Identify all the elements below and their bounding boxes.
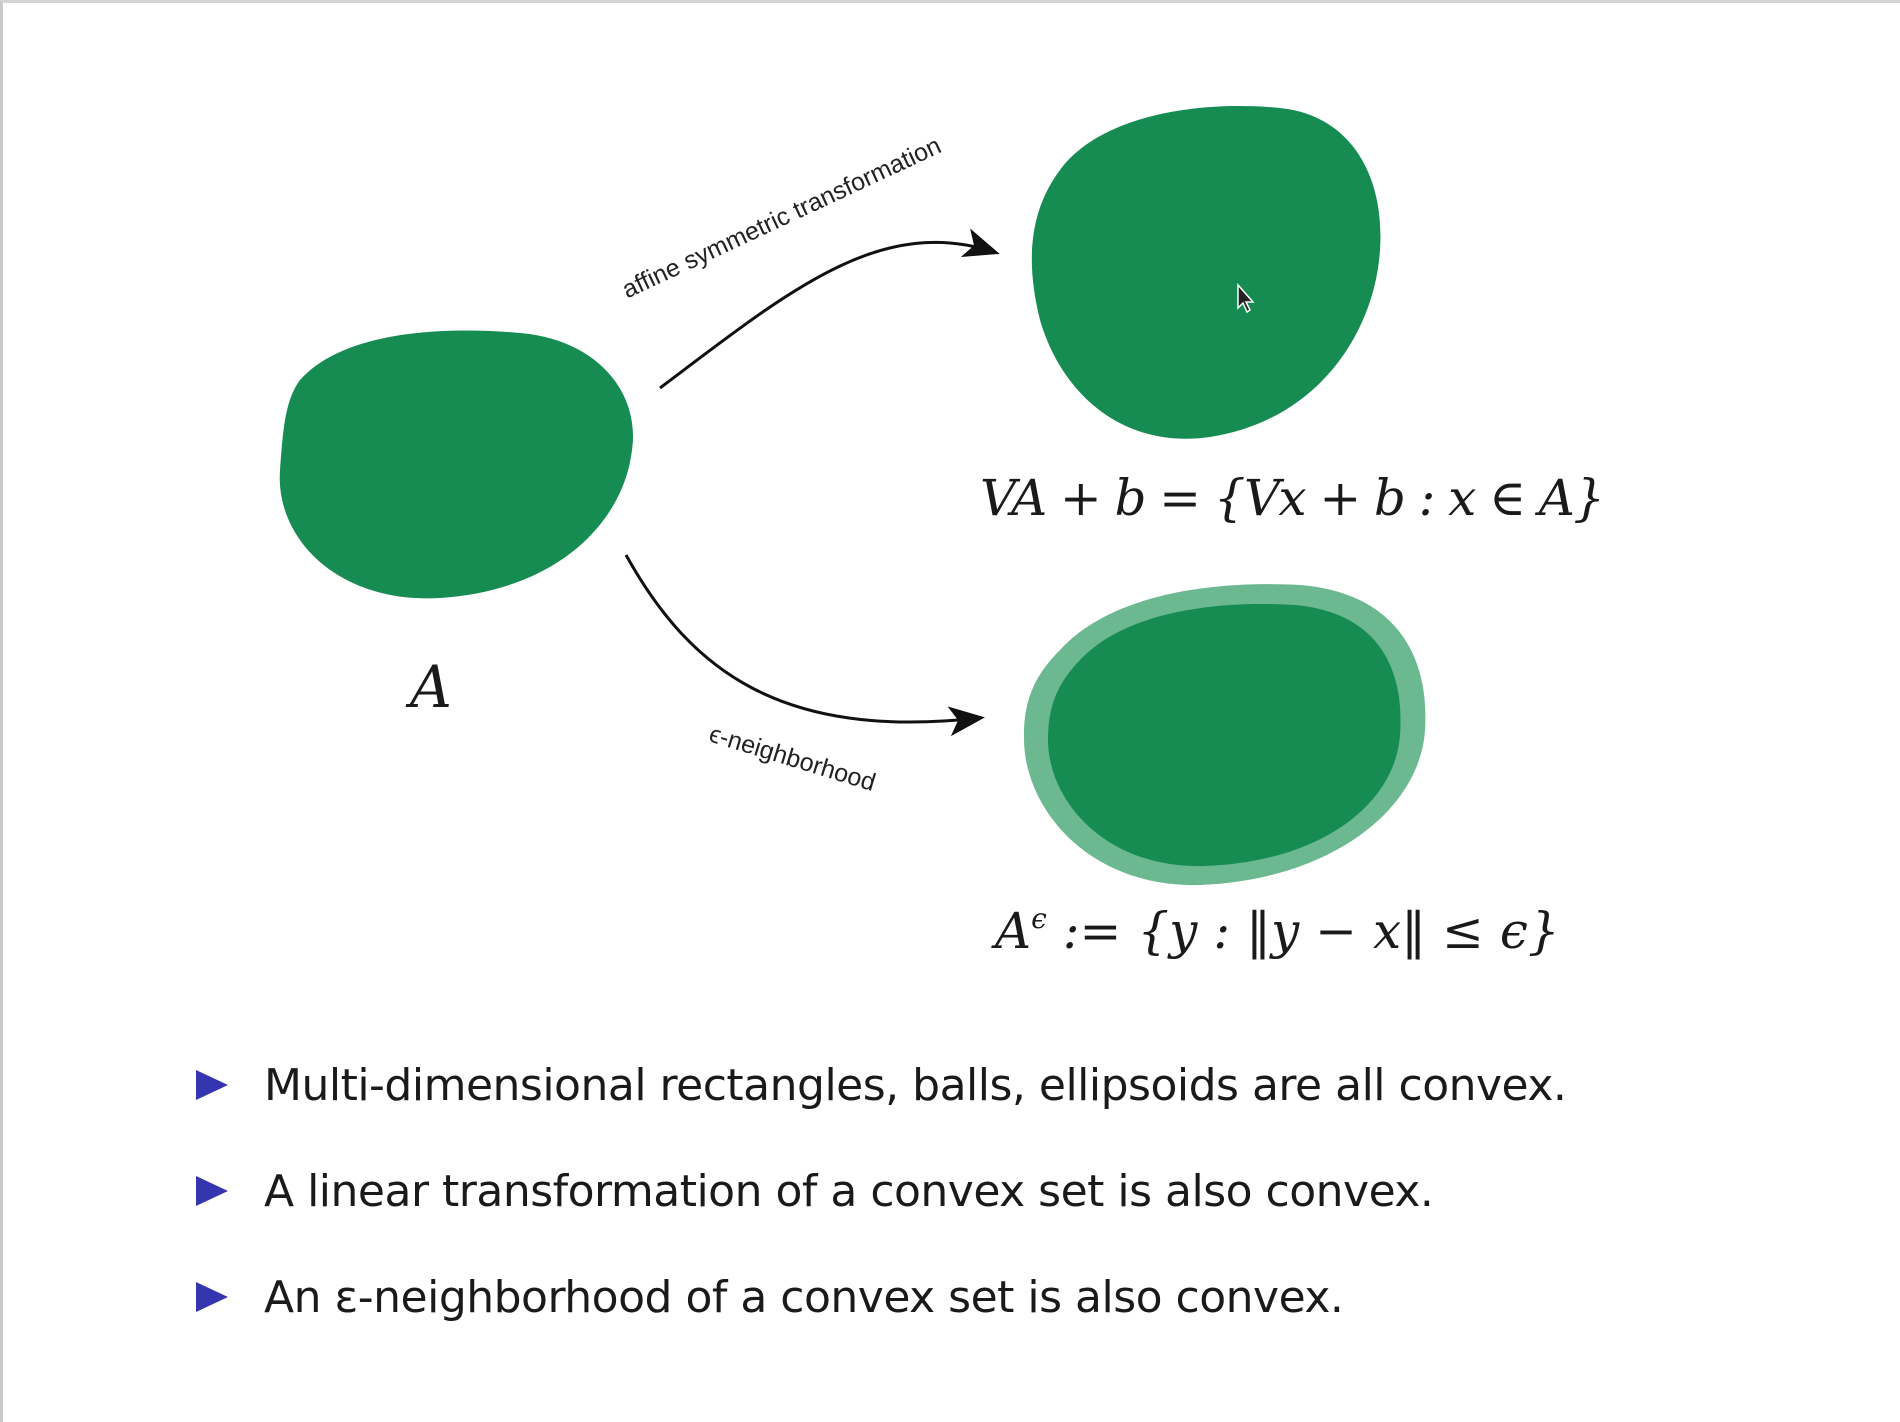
bullet-triangle-icon: [196, 1282, 228, 1312]
neighborhood-arrow: [624, 554, 985, 737]
formula-rest: := {y : ‖y − x‖ ≤ ϵ}: [1047, 902, 1560, 960]
formula-base: A: [991, 902, 1031, 960]
bullet-list: Multi-dimensional rectangles, balls, ell…: [196, 1032, 1567, 1350]
bullet-text: An ε-neighborhood of a convex set is als…: [264, 1271, 1344, 1323]
affine-arrow: [659, 228, 1000, 390]
transformed-set-blob: [1031, 105, 1381, 439]
bullet-item: A linear transformation of a convex set …: [196, 1138, 1566, 1244]
affine-formula: VA + b = {Vx + b : x ∈ A}: [980, 469, 1605, 527]
formula-superscript: ϵ: [1031, 902, 1047, 935]
bullet-item: An ε-neighborhood of a convex set is als…: [196, 1244, 1566, 1350]
affine-arrow-label: affine symmetric transformation: [618, 131, 945, 304]
set-a-blob: [279, 330, 634, 599]
neighborhood-arrow-label: ϵ-neighborhood: [706, 720, 879, 797]
neighborhood-formula: Aϵ := {y : ‖y − x‖ ≤ ϵ}: [991, 902, 1560, 960]
bullet-text: A linear transformation of a convex set …: [264, 1165, 1434, 1217]
set-a-label: A: [405, 653, 452, 721]
bullet-text: Multi-dimensional rectangles, balls, ell…: [264, 1059, 1567, 1111]
neighborhood-inner-blob: [1048, 603, 1401, 867]
bullet-triangle-icon: [196, 1176, 228, 1206]
bullet-triangle-icon: [196, 1070, 228, 1100]
bullet-item: Multi-dimensional rectangles, balls, ell…: [196, 1032, 1567, 1138]
mouse-cursor-icon: [1237, 283, 1255, 314]
